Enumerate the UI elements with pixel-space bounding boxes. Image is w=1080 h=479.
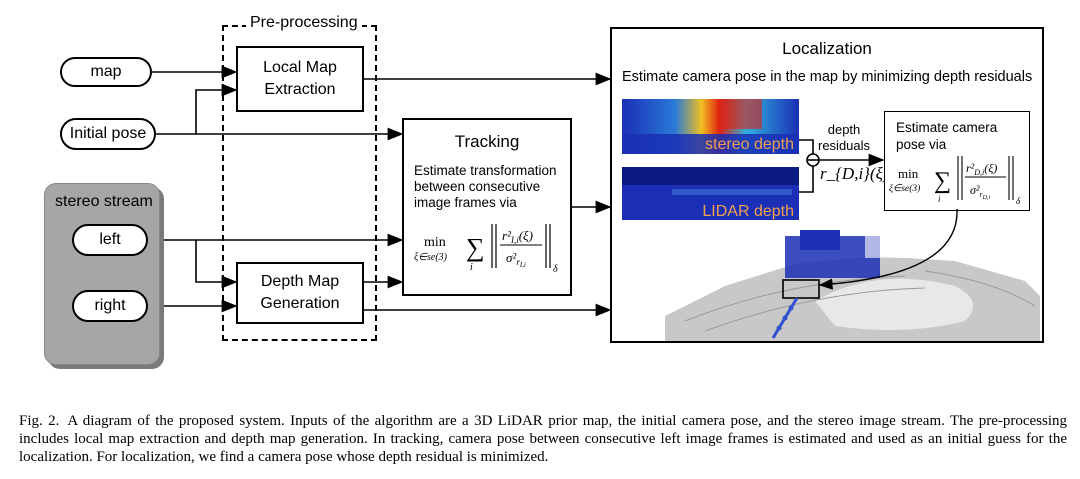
svg-text:ξ∈se(3): ξ∈se(3) [889,183,920,194]
pose-estimate-line1: Estimate camera [896,120,998,135]
svg-text:r²D,i(ξ): r²D,i(ξ) [966,161,997,177]
lidar-depth-image: LIDAR depth [622,167,799,220]
map-input-node: map [60,57,152,87]
connector-arrows [148,65,612,317]
local-map-line2: Extraction [264,81,336,98]
tracking-desc-line1: Estimate transformation [414,163,557,178]
localization-title: Localization [782,39,872,58]
tracking-desc-line3: image frames via [414,195,517,210]
depth-residuals-line1: depth [827,122,861,137]
residual-connector [799,139,885,193]
localization-description: Estimate camera pose in the map by minim… [622,69,1033,85]
depth-map-line1: Depth Map [260,273,340,290]
stereo-stream-group [44,183,160,365]
tracking-equation: min ξ∈se(3) ∑ i r²I,i(ξ) σ²rI,i δ [414,224,558,275]
svg-text:σ²rI,i: σ²rI,i [506,250,526,269]
svg-text:δ: δ [1016,196,1021,206]
depth-map-generation-box: Depth Map Generation [236,262,364,324]
point-cloud-map [665,228,1040,341]
svg-text:ξ∈se(3): ξ∈se(3) [414,252,448,263]
caption-text: A diagram of the proposed system. Inputs… [19,413,1067,465]
svg-text:min: min [424,235,446,250]
depth-residuals-label: depth residuals [818,122,870,154]
tracking-title: Tracking [454,132,520,151]
pose-estimate-box [884,111,1030,211]
stereo-depth-label: stereo depth [705,136,794,153]
left-input-node: left [72,224,148,256]
figure-number: Fig. 2. [19,413,60,429]
localization-equation: min ξ∈se(3) ∑ i r²D,i(ξ) σ²rD,i δ [889,156,1021,206]
svg-text:δ: δ [553,264,558,275]
svg-text:∑: ∑ [466,233,485,262]
svg-text:i: i [470,262,473,273]
svg-text:min: min [898,166,919,181]
right-input-label: right [94,297,126,314]
figure-caption: Fig. 2.A diagram of the proposed system.… [19,412,1067,466]
preprocessing-label: Pre-processing [246,14,362,32]
depth-residuals-line2: residuals [818,138,871,153]
initial-pose-label: Initial pose [69,125,147,142]
tracking-box [402,118,572,296]
stereo-depth-image: stereo depth [622,99,799,154]
lidar-depth-label: LIDAR depth [702,203,794,220]
pose-estimate-line2: pose via [896,137,947,152]
svg-text:∑: ∑ [934,168,951,194]
initial-pose-input-node: Initial pose [60,118,156,150]
pose-to-map-arrow [818,208,958,290]
svg-text:σ²rD,i: σ²rD,i [970,183,990,201]
left-input-label: left [99,231,121,248]
local-map-line1: Local Map [263,59,337,76]
depth-map-line2: Generation [260,295,340,312]
svg-text:r²I,i(ξ): r²I,i(ξ) [502,228,533,245]
arrow-pose-to-localmap [156,83,238,135]
stereo-stream-label: stereo stream [55,193,153,210]
right-input-node: right [72,290,148,322]
svg-text:i: i [938,194,941,204]
tracking-description: Estimate transformation between consecut… [414,163,570,211]
local-map-extraction-box: Local Map Extraction [236,46,364,112]
tracking-desc-line2: between consecutive [414,179,541,194]
map-input-label: map [90,63,122,80]
residual-symbol: r_{D,i}(ξ) [820,164,889,183]
pose-estimate-text: Estimate camera pose via [896,119,997,153]
